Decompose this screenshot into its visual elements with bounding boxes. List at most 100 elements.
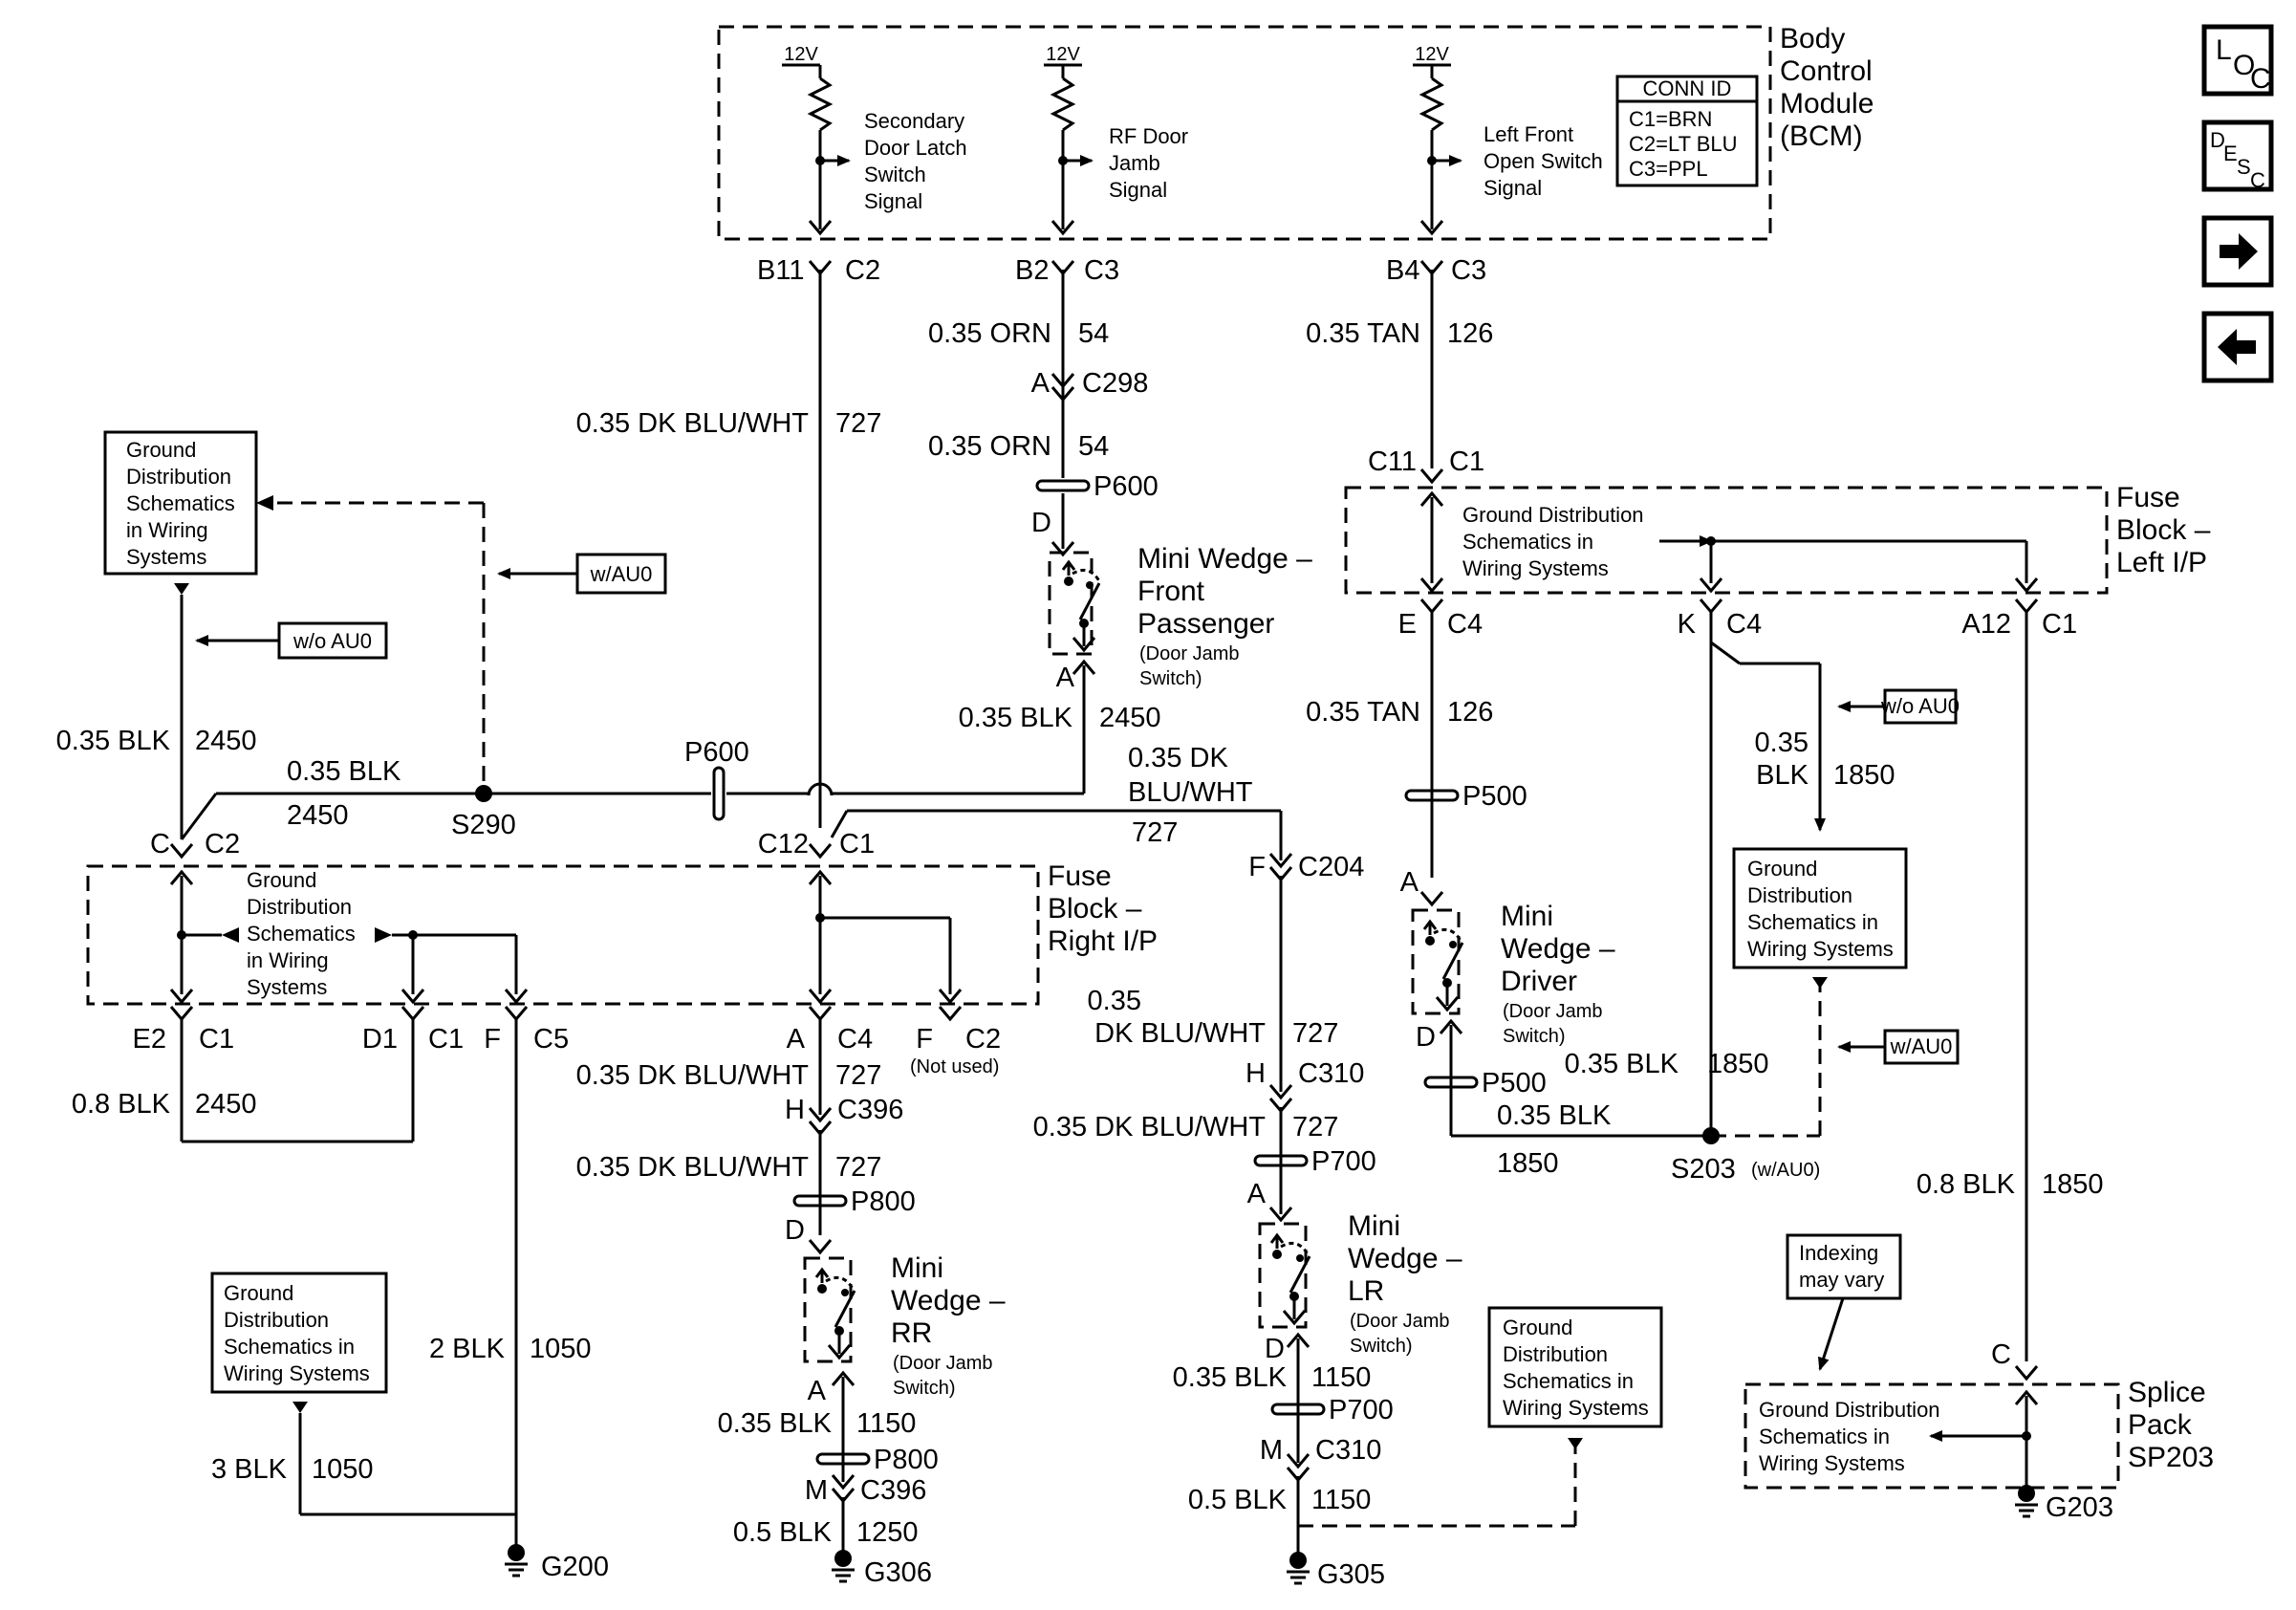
conn-p700: P700: [1311, 1146, 1376, 1177]
gds-ref-center: Ground Distribution Schematics in Wiring…: [1487, 1306, 1663, 1449]
input-label: Signal: [1484, 176, 1542, 200]
conn-c396: C396: [860, 1475, 926, 1506]
switch-name: Mini: [1501, 901, 1553, 932]
pin-f: F: [484, 1024, 501, 1055]
bcm-name-line: Module: [1780, 88, 1874, 120]
inner-ref: Ground Distribution: [1462, 503, 1644, 527]
conn-c1: C1: [428, 1024, 464, 1055]
circuit-1850-k: 0.35 BLK 1850 w/o AU0 Ground Distributio…: [1709, 610, 1960, 1136]
conn-id-title: CONN ID: [1643, 76, 1732, 100]
wire-circuit: 727: [1132, 817, 1178, 848]
pin-e2: E2: [133, 1024, 166, 1055]
module-name: Block –: [2116, 514, 2211, 546]
wire-circuit: 54: [1078, 431, 1109, 462]
conn-p800: P800: [851, 1186, 916, 1217]
wire-circuit: 126: [1447, 697, 1493, 728]
loc-letter: O: [2233, 50, 2255, 81]
wire-color: BLK: [1756, 760, 1809, 791]
wire-color: 0.35 BLK: [1497, 1100, 1612, 1131]
arrow-right-icon: [2220, 233, 2258, 270]
wau0-box: [1883, 1029, 1960, 1065]
note-text: Indexing: [1799, 1241, 1878, 1265]
pin-k: K: [1678, 609, 1697, 640]
description-button[interactable]: D E S C: [2201, 120, 2274, 192]
gds-text: Distribution: [224, 1308, 329, 1332]
inner-ref: Schematics in: [1759, 1425, 1890, 1448]
ground-g200: G200: [541, 1552, 609, 1582]
switch-name: Wedge –: [1348, 1243, 1462, 1274]
wire-circuit: 2450: [195, 1089, 257, 1120]
wire-color: 0.8 BLK: [1917, 1169, 2016, 1200]
conn-c3: C3: [1451, 255, 1486, 286]
option-label: w/o AU0: [292, 629, 372, 653]
fuse-block-right-ip: Fuse Block – Right I/P Ground Distributi…: [86, 860, 1158, 1077]
wire-color: 3 BLK: [211, 1454, 288, 1485]
wire-circuit: 1850: [1497, 1148, 1559, 1179]
inner-ref: Systems: [247, 975, 327, 999]
conn-c4: C4: [837, 1024, 873, 1055]
pin-f: F: [1248, 852, 1266, 882]
wire-color: 0.35 DK BLU/WHT: [576, 1152, 810, 1183]
nav-buttons: L O C D E S C: [2201, 24, 2274, 383]
switch-name: LR: [1348, 1275, 1384, 1307]
gds-ref-bottomleft: [210, 1272, 388, 1394]
wire-color: 0.8 BLK: [72, 1089, 171, 1120]
wire-circuit: 1150: [856, 1408, 916, 1439]
wire-color: 0.35 ORN: [928, 318, 1051, 349]
conn-p500: P500: [1482, 1068, 1547, 1099]
conn-c2: C2: [965, 1024, 1001, 1055]
conn-p700: P700: [1329, 1395, 1394, 1425]
switch-left-rear: Mini Wedge – LR (Door Jamb Switch) D 0.3…: [1173, 1210, 1577, 1590]
gds-text: Ground: [1503, 1316, 1572, 1339]
arrow-left-icon: [2218, 329, 2256, 365]
wire-color: DK BLU/WHT: [1094, 1018, 1266, 1049]
conn-id-row: C2=LT BLU: [1629, 132, 1738, 156]
circuit-727-secondary-latch: 0.35 DK BLU/WHT 727 C12 C1: [576, 270, 881, 859]
inner-ref: Distribution: [247, 895, 352, 919]
switch-name: Passenger: [1137, 608, 1274, 640]
pin-a: A: [1400, 867, 1419, 898]
pin-b2: B2: [1015, 255, 1049, 286]
inner-ref: Schematics in: [1462, 530, 1593, 554]
conn-c298: C298: [1082, 368, 1148, 399]
conn-id-row: C3=PPL: [1629, 157, 1708, 181]
inner-ref: Wiring Systems: [1759, 1451, 1905, 1475]
wire-circuit: 727: [835, 1060, 881, 1091]
gds-text: Wiring Systems: [224, 1361, 370, 1385]
next-page-button[interactable]: [2201, 215, 2274, 288]
wire-color: 0.35 TAN: [1306, 697, 1420, 728]
bcm-input-lf-open-switch: 12V Left Front Open Switch Signal: [1413, 44, 1603, 235]
circuit-1850-a12: 0.8 BLK 1850 C Indexing may vary: [1786, 610, 2104, 1381]
conn-id-box: CONN ID C1=BRN C2=LT BLU C3=PPL: [1615, 75, 1759, 187]
gds-text: Ground: [1747, 857, 1817, 881]
wire-color: 0.5 BLK: [733, 1517, 833, 1548]
module-name: SP203: [2128, 1442, 2214, 1473]
pin-f: F: [916, 1024, 933, 1055]
pin-d1: D1: [362, 1024, 398, 1055]
input-label: Switch: [864, 163, 926, 186]
input-label: Secondary: [864, 109, 964, 133]
switch-sub: (Door Jamb: [893, 1353, 992, 1374]
circuit-126-driver: 0.35 TAN 126 P500 A: [1306, 610, 1527, 906]
location-button[interactable]: L O C: [2201, 24, 2274, 97]
module-name: Fuse: [1048, 860, 1112, 892]
gds-text: Distribution: [126, 465, 231, 489]
wire-color: 0.35 DK: [1128, 743, 1228, 773]
switch-sub: (Door Jamb: [1139, 643, 1239, 664]
not-used-note: (Not used): [910, 1056, 999, 1077]
previous-page-button[interactable]: [2201, 311, 2274, 383]
pin-a: A: [1031, 368, 1051, 399]
circuit-2450-horizontal: 0.35 BLK 2450 0.35 BLK 2450 S290 P600 C …: [56, 726, 1086, 859]
gds-text: Distribution: [1747, 883, 1852, 907]
option-label: w/AU0: [590, 562, 653, 586]
bcm-pin-labels: B11 C2 B2 C3 B4 C3: [757, 255, 1486, 286]
bcm-input-rf-door-jamb: 12V RF Door Jamb Signal: [1044, 44, 1188, 235]
body-control-module: Body Control Module (BCM) CONN ID C1=BRN…: [717, 23, 1874, 241]
gds-text: Systems: [126, 545, 206, 569]
conn-c3: C3: [1084, 255, 1119, 286]
gds-text: Schematics in: [1747, 910, 1878, 934]
wire-color: 0.5 BLK: [1188, 1485, 1288, 1515]
desc-letter: E: [2223, 141, 2238, 165]
pin-a: A: [1247, 1179, 1267, 1209]
